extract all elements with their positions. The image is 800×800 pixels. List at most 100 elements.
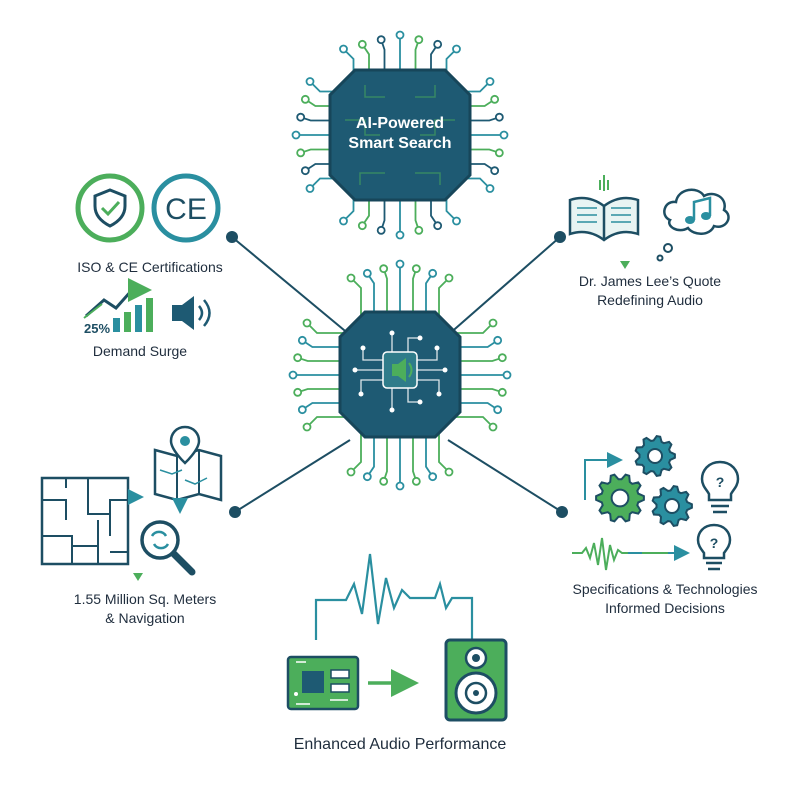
top-chip-top-pad (395, 30, 405, 40)
waveform-icon (572, 537, 690, 571)
top-chip-top-pad (452, 44, 461, 54)
central-chip-left-pad (288, 370, 298, 380)
certifications-label: ISO & CE Certifications (77, 259, 223, 275)
top-chip-right-pad (494, 148, 504, 158)
top-chip-top-pad (357, 39, 367, 49)
speaker-icon (172, 296, 211, 330)
demand-icons: 25% (83, 278, 211, 336)
audio-block (286, 553, 508, 722)
central-chip-top-pad (379, 264, 389, 274)
central-chip-right-trace (452, 416, 494, 428)
connector-top-right (447, 236, 561, 336)
quote-icons (568, 175, 730, 269)
connectors (231, 236, 563, 513)
central-chip-right-pad (497, 387, 507, 397)
audio-label: Enhanced Audio Performance (293, 736, 507, 753)
top-chip-bottom-pad (339, 216, 348, 226)
central-chip-top-pad (395, 259, 405, 269)
navigation-label-line2: & Navigation (105, 610, 185, 626)
top-chip-left-pad (296, 112, 306, 122)
demand-percent: 25% (84, 321, 110, 336)
central-chip-bottom-pad (379, 476, 389, 486)
central-chip-left-pad (297, 335, 307, 345)
lightbulb-question-icon: ? ? (696, 460, 740, 571)
top-chip-bottom-pad (433, 221, 443, 231)
top-chip-right-pad (494, 112, 504, 122)
top-chip-right-pad (499, 130, 509, 140)
top-chip-bottom-pad (357, 221, 367, 231)
top-chip-right-pad (485, 77, 495, 86)
top-chip-right-pad (490, 166, 500, 176)
central-chip-bottom-trace (412, 431, 418, 482)
top-chip-left-pad (305, 77, 315, 86)
navigation-icons (40, 425, 223, 581)
node-dot-bottom-right (556, 506, 568, 518)
top-chip-left-pad (300, 166, 310, 176)
thought-bubble (656, 188, 730, 262)
top-chip-bottom-pad (376, 225, 386, 235)
central-chip-left-pad (302, 318, 312, 328)
navigation-marker (133, 573, 143, 581)
specs-label-line2: Informed Decisions (605, 600, 725, 616)
top-chip-left-pad (305, 184, 315, 193)
certifications-icons: CE (75, 173, 221, 243)
top-chip-left-pad (291, 130, 301, 140)
central-chip-left-trace (306, 416, 348, 428)
node-dot-bottom-left (229, 506, 241, 518)
circuit-board-icon (286, 655, 360, 711)
top-chip-bottom-pad (414, 225, 424, 235)
music-note-icon (685, 196, 712, 224)
svg-text:?: ? (716, 474, 725, 490)
gear-hub (664, 498, 680, 514)
central-chip-bottom-pad (362, 472, 372, 482)
speaker-cabinet-icon (444, 638, 508, 722)
central-chip-bottom-trace (382, 431, 388, 482)
central-chip-right-trace (452, 322, 494, 334)
connector-bottom-left (234, 439, 351, 513)
quote-marker (620, 261, 630, 269)
magnifier-icon (140, 520, 196, 576)
central-chip-bottom-pad (411, 476, 421, 486)
central-chip-right-pad (497, 353, 507, 363)
central-chip-bottom-trace (350, 431, 362, 473)
demand-label: Demand Surge (92, 343, 188, 359)
specs-icons: ? ? (572, 435, 740, 571)
map-pin-icon (153, 425, 223, 502)
top-chip-top-pad (376, 35, 386, 45)
connector-top-left (231, 236, 351, 336)
top-chip-bottom-pad (395, 230, 405, 240)
central-chip-left-trace (306, 322, 348, 334)
node-dot-top-left (226, 231, 238, 243)
central-chip-right-pad (493, 335, 503, 345)
top-chip-right-pad (485, 184, 495, 193)
top-chip-top-pad (339, 44, 348, 54)
top-chip-title-line2: Smart Search (348, 135, 451, 152)
central-chip-top-pad (428, 268, 438, 278)
gears-icon (595, 435, 693, 527)
shield-check-icon (93, 188, 127, 228)
central-chip-right-pad (488, 318, 498, 328)
top-chip-top-pad (433, 39, 443, 49)
central-chip-top-pad (346, 273, 356, 283)
node-dot-top-right (554, 231, 566, 243)
central-chip-right-pad (502, 370, 512, 380)
central-chip-bottom-pad (395, 481, 405, 491)
specs-label-line1: Specifications & Technologies (572, 581, 758, 597)
gear-hub (610, 488, 630, 508)
top-chip-bottom-pad (452, 216, 461, 226)
central-chip-right-pad (493, 405, 503, 415)
navigation-label-line1: 1.55 Million Sq. Meters (73, 591, 217, 607)
central-chip-bottom-pad (346, 467, 356, 477)
gear-hub (647, 448, 663, 464)
top-chip: AI-Powered Smart Search (328, 68, 472, 202)
central-chip-bottom-trace (438, 431, 450, 473)
connector-bottom-right (447, 439, 563, 513)
central-chip-top-trace (350, 277, 362, 319)
central-chip-left-pad (297, 405, 307, 415)
top-chip-left-pad (296, 148, 306, 158)
svg-text:?: ? (710, 535, 719, 551)
trend-chart-icon (83, 278, 153, 332)
central-chip-traces (288, 259, 512, 491)
central-chip-top-pad (411, 264, 421, 274)
